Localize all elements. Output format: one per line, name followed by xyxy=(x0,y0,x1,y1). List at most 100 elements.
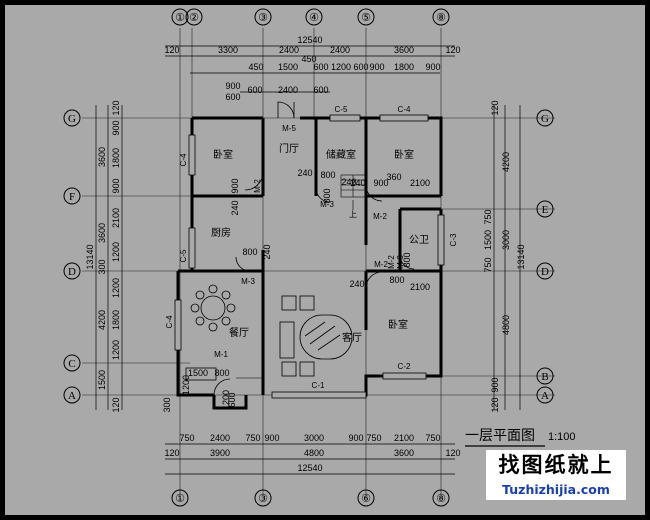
windows xyxy=(174,114,445,399)
dim-top-sub-9: 900 xyxy=(425,62,440,72)
dim-right-sub-6: 120 xyxy=(490,397,500,412)
dim-right-sub-2: 750 xyxy=(483,209,493,224)
tag-door-m2-ne: M-2 xyxy=(373,212,387,221)
dim-left-sub-5: 2100 xyxy=(111,208,121,228)
dim-inner-15: 2100 xyxy=(410,282,430,292)
dim-bottom-sub-1: 750 xyxy=(179,433,194,443)
axis-label-right-b: B xyxy=(541,371,548,383)
axis-label-left-a: A xyxy=(68,390,76,402)
axis-label-right-d: D xyxy=(541,266,549,278)
dim-bottom-sub-8: 2100 xyxy=(394,433,414,443)
dim-inner-14: 240 xyxy=(349,279,364,289)
dim-left-axis-2: 3600 xyxy=(97,223,107,243)
dim-inner-9: 360 xyxy=(386,172,401,182)
dim-inner-5: 240 xyxy=(350,178,365,188)
room-dining: 餐厅 xyxy=(229,326,249,339)
dim-top-total: 12540 xyxy=(297,35,322,45)
axis-bubbles-right: G E D B A xyxy=(536,109,554,404)
top-dimensions: 12540 120 120 3300 2400 2400 3600 450 15… xyxy=(164,35,460,102)
axis-label-top-8: ⑧ xyxy=(436,12,446,24)
dim-top-sub-2: 1500 xyxy=(278,62,298,72)
stair-up-label: 上 xyxy=(349,210,357,219)
dim-left-axis-3: 300 xyxy=(97,259,107,274)
dim-bottom-sub-9: 750 xyxy=(425,433,440,443)
dim-left-sub-6: 1200 xyxy=(111,242,121,262)
axis-label-left-d: D xyxy=(68,266,76,278)
dim-bottom-sub-5: 3000 xyxy=(304,433,324,443)
tag-door-m1: M-1 xyxy=(214,350,228,359)
tag-window-c1-living: C-1 xyxy=(312,381,325,390)
tag-door-m3-bath: M-3 xyxy=(396,255,405,269)
axis-label-left-f: F xyxy=(69,191,75,203)
tag-window-c2-bedroom: C-2 xyxy=(398,362,411,371)
dim-left-axis-1: 3600 xyxy=(97,147,107,167)
axis-label-top-4: ④ xyxy=(309,12,319,24)
dim-inner-8: 900 xyxy=(373,178,388,188)
dim-right-sub-4: 750 xyxy=(483,257,493,272)
axis-label-top-5: ⑤ xyxy=(361,12,371,24)
axis-label-right-g: G xyxy=(541,113,549,125)
dim-inner-13: 800 xyxy=(402,252,412,267)
dim-left-sub-1: 120 xyxy=(111,100,121,115)
dim-inner-22: 1200 xyxy=(221,390,231,410)
dim-top-axis-3: 2400 xyxy=(330,45,350,55)
tag-door-m2-nw: M-2 xyxy=(253,179,262,193)
dim-top-door-5: 600 xyxy=(313,85,328,95)
tag-window-c4-nw: C-4 xyxy=(179,153,188,166)
dim-inner-2: 240 xyxy=(230,200,240,215)
dim-inner-11: 800 xyxy=(242,247,257,257)
dim-top-sub-8: 1800 xyxy=(394,62,414,72)
dim-bottom-edge-right: 120 xyxy=(445,448,460,458)
tag-door-m3-storage: M-3 xyxy=(320,200,334,209)
dim-top-edge-right: 120 xyxy=(445,45,460,55)
dim-right-sub-1: 120 xyxy=(490,100,500,115)
left-dimensions: 13140 3600 3600 300 4200 1500 120 900 18… xyxy=(85,100,121,412)
watermark-chinese: 找图纸就上 xyxy=(486,450,626,480)
dim-top-sub-3: 450 xyxy=(301,54,316,64)
tag-window-c3-bath: C-3 xyxy=(449,233,458,246)
dim-inner-7: 240 xyxy=(341,177,356,187)
axis-label-left-g: G xyxy=(68,113,76,125)
axis-label-top-3: ③ xyxy=(258,12,268,24)
axis-label-bottom-3: ③ xyxy=(258,493,268,505)
dim-left-axis-4: 4200 xyxy=(97,310,107,330)
dim-bottom-total: 12540 xyxy=(297,463,322,473)
dim-top-edge-left: 120 xyxy=(164,45,179,55)
room-bathroom: 公卫 xyxy=(409,235,429,246)
tag-window-c4-ne: C-4 xyxy=(398,105,411,114)
dim-inner-18: 800 xyxy=(214,368,229,378)
axis-label-right-e: E xyxy=(542,204,549,216)
dim-bottom-axis-2: 4800 xyxy=(304,448,324,458)
dim-right-axis-3: 4800 xyxy=(501,315,511,335)
dim-top-sub-5: 1200 xyxy=(331,62,351,72)
watermark-url: Tuzhizhijia.com xyxy=(486,480,626,500)
dim-left-sub-10: 120 xyxy=(111,397,121,412)
axis-label-bottom-8: ⑧ xyxy=(436,493,446,505)
dim-right-axis-1: 4200 xyxy=(501,152,511,172)
dim-bottom-edge-left: 120 xyxy=(164,448,179,458)
stairs xyxy=(340,174,366,210)
watermark-brand: 找图纸就上 Tuzhizhijia.com xyxy=(486,450,626,500)
dining-table-set xyxy=(190,284,236,332)
dim-inner-1: 900 xyxy=(230,178,240,193)
drawing-scale: 1:100 xyxy=(548,431,576,443)
tag-door-m2-se: M-2 xyxy=(374,260,388,269)
dim-bottom-sub-2: 2400 xyxy=(210,433,230,443)
dim-right-axis-2: 3000 xyxy=(501,230,511,250)
dim-top-sub-6: 600 xyxy=(353,62,368,72)
dim-left-sub-8: 1800 xyxy=(111,310,121,330)
dim-left-sub-3: 1800 xyxy=(111,148,121,168)
dim-top-door-2: 600 xyxy=(225,92,240,102)
axis-label-bottom-1: ① xyxy=(175,493,185,505)
dim-inner-12: 240 xyxy=(262,244,272,259)
dim-inner-16: 800 xyxy=(389,275,404,285)
dim-inner-20: 600 xyxy=(227,392,237,407)
room-storage: 储藏室 xyxy=(326,148,356,161)
dim-top-sub-1: 450 xyxy=(248,62,263,72)
dimension-lines xyxy=(95,45,521,475)
dim-top-sub-7: 900 xyxy=(369,62,384,72)
inner-dimensions: 900 240 240 800 240 800 240 900 360 2100… xyxy=(162,168,430,413)
dim-top-axis-1: 3300 xyxy=(218,45,238,55)
dim-inner-6: 800 xyxy=(322,188,332,203)
